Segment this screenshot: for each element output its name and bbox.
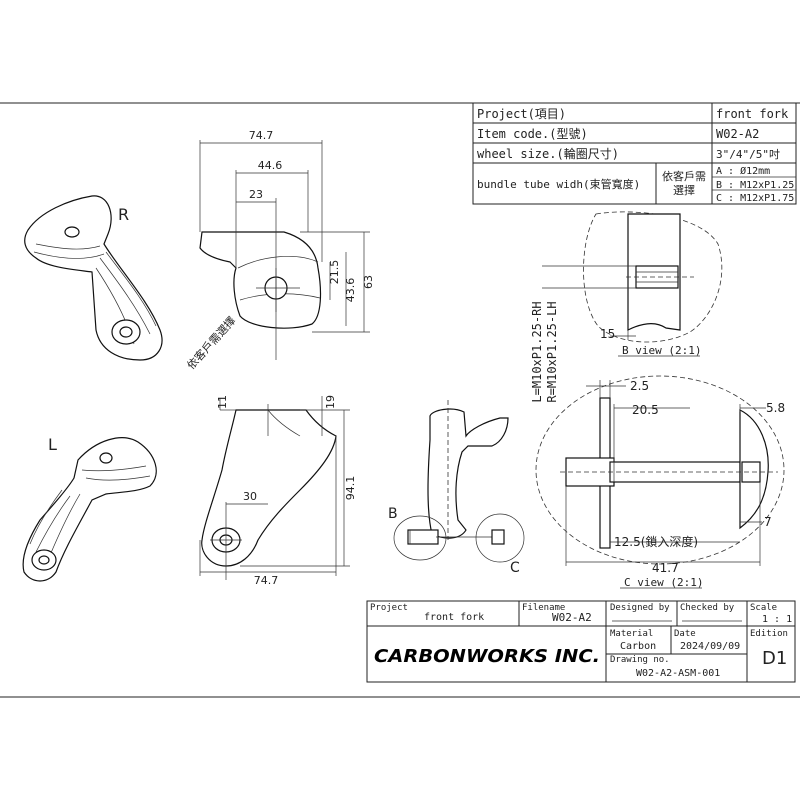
spec-item-code-value: W02-A2	[716, 127, 759, 141]
spec-custom-line2: 選擇	[673, 183, 695, 197]
part-l-isometric: L	[22, 435, 157, 582]
tb-project-label: Project	[370, 603, 408, 613]
dim-15: 15	[600, 327, 615, 341]
spec-project-value: front fork	[716, 107, 789, 121]
dim-30: 30	[243, 490, 257, 503]
dim-7: 7	[764, 515, 772, 529]
spec-item-code-label: Item code.(型號)	[477, 127, 588, 141]
detail-c-circle	[475, 513, 525, 563]
dim-5-8: 5.8	[766, 401, 785, 415]
dim-23: 23	[249, 188, 263, 201]
spec-wheel-size-value: 3"/4"/5"吋	[716, 148, 780, 161]
tb-filename-value: W02-A2	[552, 611, 592, 624]
spec-wheel-size-label: wheel size.(輪圈尺寸)	[477, 146, 619, 161]
dim-43-6: 43.6	[344, 278, 357, 303]
customer-note: 依客戶需選擇	[184, 314, 239, 372]
tb-material-label: Material	[610, 629, 653, 639]
tb-checked-label: Checked by	[680, 603, 735, 613]
c-view-boundary	[535, 375, 785, 565]
b-view: 15 B view (2:1)	[542, 211, 723, 357]
title-block: Project front fork Filename W02-A2 Desig…	[366, 600, 796, 683]
spec-custom-line1: 依客戶需	[662, 169, 706, 183]
label-l: L	[48, 435, 57, 454]
tb-date-value: 2024/09/09	[680, 641, 740, 652]
dim-63: 63	[362, 275, 375, 289]
tb-designed-label: Designed by	[610, 603, 670, 613]
tb-filename-label: Filename	[522, 603, 565, 613]
dim-21-5: 21.5	[328, 260, 341, 285]
company-logo-text: CARBONWORKS INC.	[374, 646, 600, 667]
detail-b-circle	[393, 515, 447, 561]
tb-scale-label: Scale	[750, 603, 777, 613]
spec-option-c: C : M12xP1.75	[716, 193, 794, 204]
dim-11: 11	[216, 395, 229, 409]
thread-note: L=M10xP1.25-RH R=M10xP1.25-LH	[530, 301, 559, 402]
b-view-boundary	[583, 211, 723, 343]
label-r: R	[118, 205, 129, 224]
dim-44-6: 44.6	[258, 159, 283, 172]
spec-option-b: B : M12xP1.25	[716, 180, 794, 191]
thread-lh-note: R=M10xP1.25-LH	[545, 301, 559, 402]
part-r-isometric: R	[24, 195, 163, 361]
label-b: B	[388, 506, 398, 522]
tb-edition-value: D1	[762, 648, 787, 669]
tb-material-value: Carbon	[620, 641, 656, 652]
dim-2-5: 2.5	[630, 379, 649, 393]
section-view: B C	[388, 400, 525, 576]
spec-project-label: Project(項目)	[477, 107, 566, 121]
dim-20-5: 20.5	[632, 403, 659, 417]
tb-scale-value: 1 : 1	[762, 614, 792, 625]
front-view: 11 19 30 94.1 74.7	[199, 395, 357, 587]
spec-table: Project(項目) front fork Item code.(型號) W0…	[472, 102, 797, 205]
b-view-caption: B view (2:1)	[622, 344, 701, 357]
label-c: C	[510, 560, 520, 576]
dim-74-7-top: 74.7	[249, 129, 274, 142]
spec-bundle-label: bundle tube widh(束管寬度)	[477, 177, 640, 191]
tb-project-value: front fork	[424, 612, 484, 623]
dim-12-5: 12.5(鎖入深度)	[614, 534, 698, 549]
tb-drawing-value: W02-A2-ASM-001	[636, 668, 720, 679]
dim-19: 19	[324, 395, 337, 409]
dim-94-1: 94.1	[344, 476, 357, 501]
thread-rh-note: L=M10xP1.25-RH	[530, 301, 544, 402]
tb-edition-label: Edition	[750, 629, 788, 639]
c-view: 2.5 20.5 5.8 12.5(鎖入深度) 7 41.7 C view (2…	[535, 375, 785, 589]
dim-74-7-bottom: 74.7	[254, 574, 279, 587]
side-view: 74.7 44.6 23 21.5 43.6 63 依客戶需選擇	[184, 129, 375, 372]
tb-date-label: Date	[674, 629, 696, 639]
c-view-caption: C view (2:1)	[624, 576, 703, 589]
dim-41-7: 41.7	[652, 561, 679, 575]
spec-option-a: A : Ø12mm	[716, 165, 770, 177]
tb-drawing-label: Drawing no.	[610, 655, 670, 665]
